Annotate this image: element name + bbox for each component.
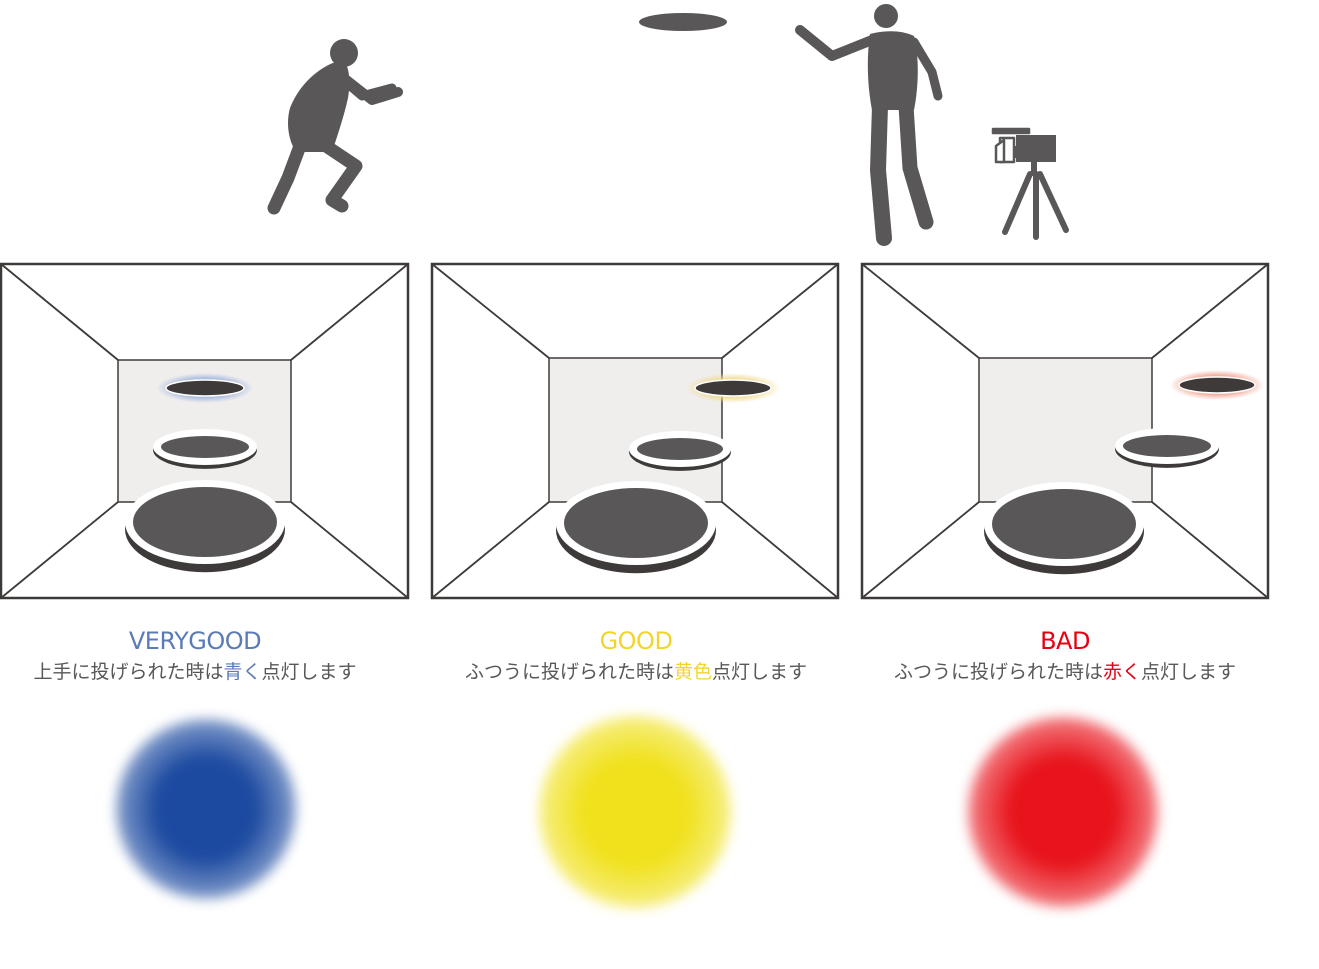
room-panel-2 (430, 262, 840, 600)
room-panel-3 (860, 262, 1270, 600)
light-glow-1 (116, 719, 296, 899)
perspective-line (290, 263, 409, 361)
caption-text: ふつうに投げられた時は (893, 661, 1103, 683)
caption-text: 点灯します (712, 661, 808, 683)
perspective-line (0, 263, 119, 361)
perspective-line (861, 501, 980, 599)
lit-ring-icon (1178, 376, 1256, 394)
rating-label: GOOD (599, 627, 673, 655)
small-target-ring-icon (629, 431, 731, 471)
camera-icon (991, 127, 1069, 240)
rating-label: BAD (1040, 627, 1090, 655)
caption-color-word: 赤く (1102, 661, 1141, 683)
caption-text: 点灯します (261, 661, 357, 683)
rating-label: VERYGOOD (128, 627, 262, 655)
lit-ring-icon (165, 379, 245, 397)
result-caption: 上手に投げられた時は青く点灯します (0, 659, 410, 685)
perspective-line (431, 501, 550, 599)
caption-text: ふつうに投げられた時は (464, 661, 674, 683)
lit-ring-icon (694, 379, 772, 397)
perspective-line (431, 263, 550, 359)
caption-text: 上手に投げられた時は (33, 661, 224, 683)
perspective-line (721, 501, 839, 599)
caption-color-word: 黄色 (673, 661, 712, 683)
perspective-line (861, 263, 980, 359)
perspective-line (1151, 501, 1269, 599)
room-panel-1 (0, 262, 410, 600)
catcher-icon (267, 39, 403, 215)
result-2: GOOD ふつうに投げられた時は黄色点灯します (421, 626, 851, 685)
small-target-ring-icon (153, 429, 257, 469)
large-target-ring-icon (125, 480, 285, 573)
back-wall (978, 357, 1153, 503)
small-target-ring-icon (1115, 428, 1219, 468)
large-target-ring-icon (556, 481, 716, 574)
result-3: BAD ふつうに投げられた時は赤く点灯します (850, 626, 1280, 685)
perspective-line (0, 501, 119, 599)
perspective-line (721, 263, 839, 359)
result-1: VERYGOOD 上手に投げられた時は青く点灯します (0, 626, 410, 685)
caption-color-word: 青く (223, 661, 262, 683)
perspective-line (290, 501, 409, 599)
light-glow-3 (968, 717, 1158, 907)
caption-text: 点灯します (1141, 661, 1237, 683)
perspective-line (1151, 263, 1269, 359)
result-caption: ふつうに投げられた時は赤く点灯します (850, 659, 1280, 685)
disc-icon (639, 13, 727, 31)
result-caption: ふつうに投げられた時は黄色点灯します (421, 659, 851, 685)
thrower-icon (795, 4, 943, 246)
light-glow-2 (539, 716, 731, 908)
large-target-ring-icon (984, 482, 1144, 575)
